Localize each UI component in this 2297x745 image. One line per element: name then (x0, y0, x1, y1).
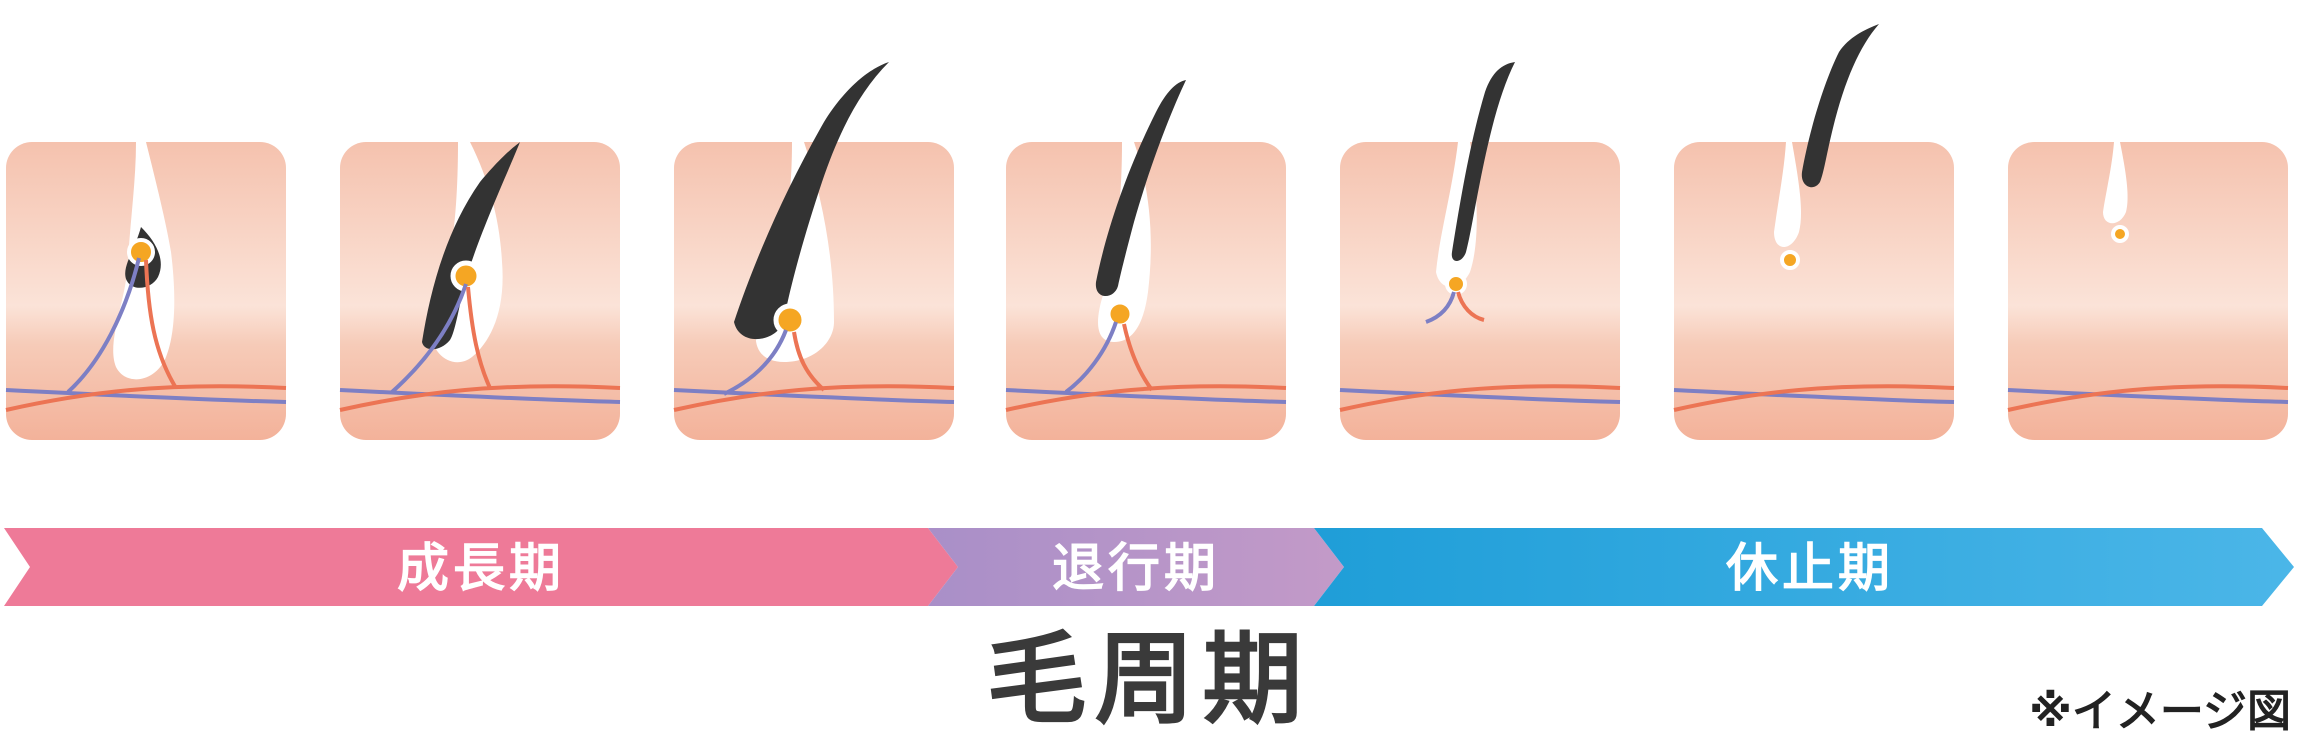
blood-vessel-vein (5, 257, 287, 404)
phase-arrow-catagen (928, 528, 1344, 606)
hair-cycle-panels (5, 24, 2289, 440)
blood-vessel-vein (1339, 291, 1621, 404)
skin-tissue (1340, 142, 1620, 440)
hair-shaft (1095, 80, 1186, 297)
blood-vessel-vein (339, 283, 621, 404)
blood-vessel-artery (339, 286, 621, 412)
hair-shaft (734, 62, 889, 340)
blood-vessel-vein (1005, 321, 1287, 404)
blood-vessel-artery (1673, 384, 1955, 412)
follicle-sheath (2103, 142, 2128, 224)
dermal-papilla (1780, 250, 1800, 270)
dermal-papilla (1445, 273, 1467, 295)
blood-vessel-artery (5, 259, 287, 412)
hair-shaft (422, 142, 520, 350)
panel-full-anagen (673, 62, 955, 440)
phase-label-catagen: 退行期 (1052, 539, 1220, 599)
skin-tissue (2008, 142, 2288, 440)
blood-vessel-vein (673, 329, 955, 404)
hair-shaft (1451, 62, 1515, 261)
phase-arrow-telogen (1314, 528, 2294, 606)
dermal-papilla (773, 303, 807, 337)
phase-label-anagen: 成長期 (397, 539, 565, 599)
phase-arrow-anagen (4, 528, 958, 606)
phase-arrow-band: 成長期 退行期 休止期 (4, 528, 2294, 606)
skin-tissue (1674, 142, 1954, 440)
dermal-papilla (2111, 225, 2129, 243)
phase-label-telogen: 休止期 (1725, 539, 1894, 599)
blood-vessel-artery (1339, 291, 1621, 412)
blood-vessel-vein (2007, 388, 2289, 404)
blood-vessel-artery (2007, 384, 2289, 412)
panel-empty-follicle (2007, 142, 2289, 440)
hair-shaft (1801, 24, 1879, 188)
blood-vessel-vein (1673, 388, 1955, 404)
panel-catagen (1005, 80, 1287, 440)
blood-vessel-artery (673, 331, 955, 412)
panel-anagen (339, 142, 621, 440)
dermal-papilla (1105, 299, 1135, 329)
blood-vessel-artery (1005, 323, 1287, 412)
dermal-papilla (127, 238, 155, 266)
panel-late-catagen (1339, 62, 1621, 440)
panel-telogen (1673, 24, 1955, 440)
follicle-sheath (1774, 142, 1802, 247)
illustration-note: ※イメージ図 (2029, 686, 2291, 737)
cycle-title: 毛周期 (986, 621, 1311, 738)
panel-early-anagen (5, 142, 287, 440)
